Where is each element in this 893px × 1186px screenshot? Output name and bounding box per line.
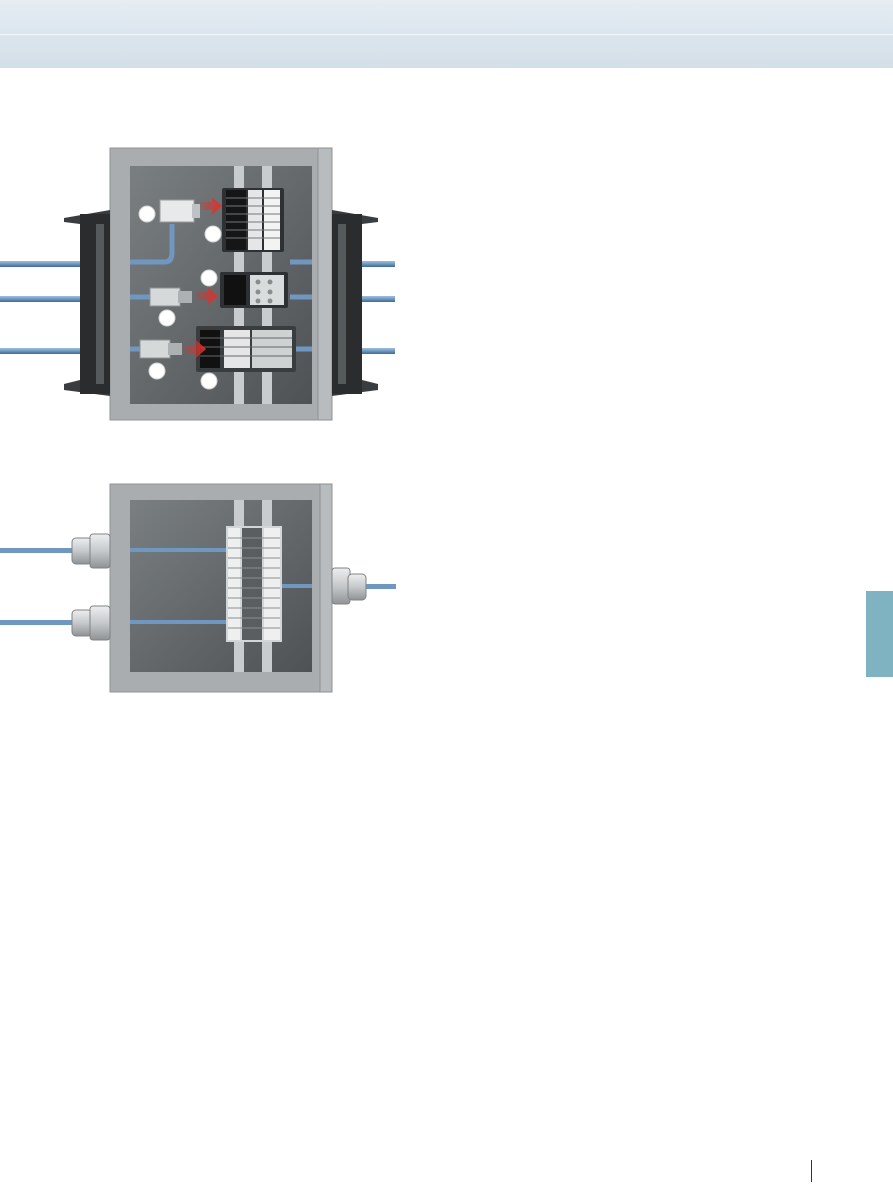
cabinet-diagram-cable-glands bbox=[0, 483, 396, 693]
connector-plug-1 bbox=[159, 199, 200, 223]
cable-gland-left-1 bbox=[71, 533, 111, 569]
inner-cables bbox=[130, 224, 312, 352]
terminal-strip bbox=[226, 526, 282, 642]
page-number-divider bbox=[811, 1160, 812, 1182]
section-tab bbox=[866, 591, 893, 677]
cable-entry-frame-right bbox=[332, 210, 378, 396]
terminal-block-2 bbox=[220, 272, 288, 308]
cables-left bbox=[0, 261, 90, 354]
cable-entry-frame-left bbox=[64, 210, 110, 396]
inner-cables bbox=[130, 548, 312, 624]
cable-gland-right bbox=[331, 567, 367, 605]
insertion-arrow bbox=[184, 197, 222, 358]
header-divider bbox=[0, 34, 893, 35]
terminal-block-3 bbox=[196, 326, 296, 372]
cable-gland-left-2 bbox=[71, 605, 111, 641]
connector-plug-2 bbox=[149, 287, 192, 307]
cabinet-diagram-cable-entry bbox=[0, 147, 395, 421]
connector-plug-3 bbox=[139, 339, 182, 359]
cables-right bbox=[355, 261, 395, 354]
terminal-block-1 bbox=[222, 188, 284, 252]
numbered-callouts bbox=[138, 205, 222, 390]
cables bbox=[0, 548, 396, 625]
cabinet-hinge bbox=[319, 483, 333, 693]
cabinet-hinge bbox=[317, 147, 333, 421]
